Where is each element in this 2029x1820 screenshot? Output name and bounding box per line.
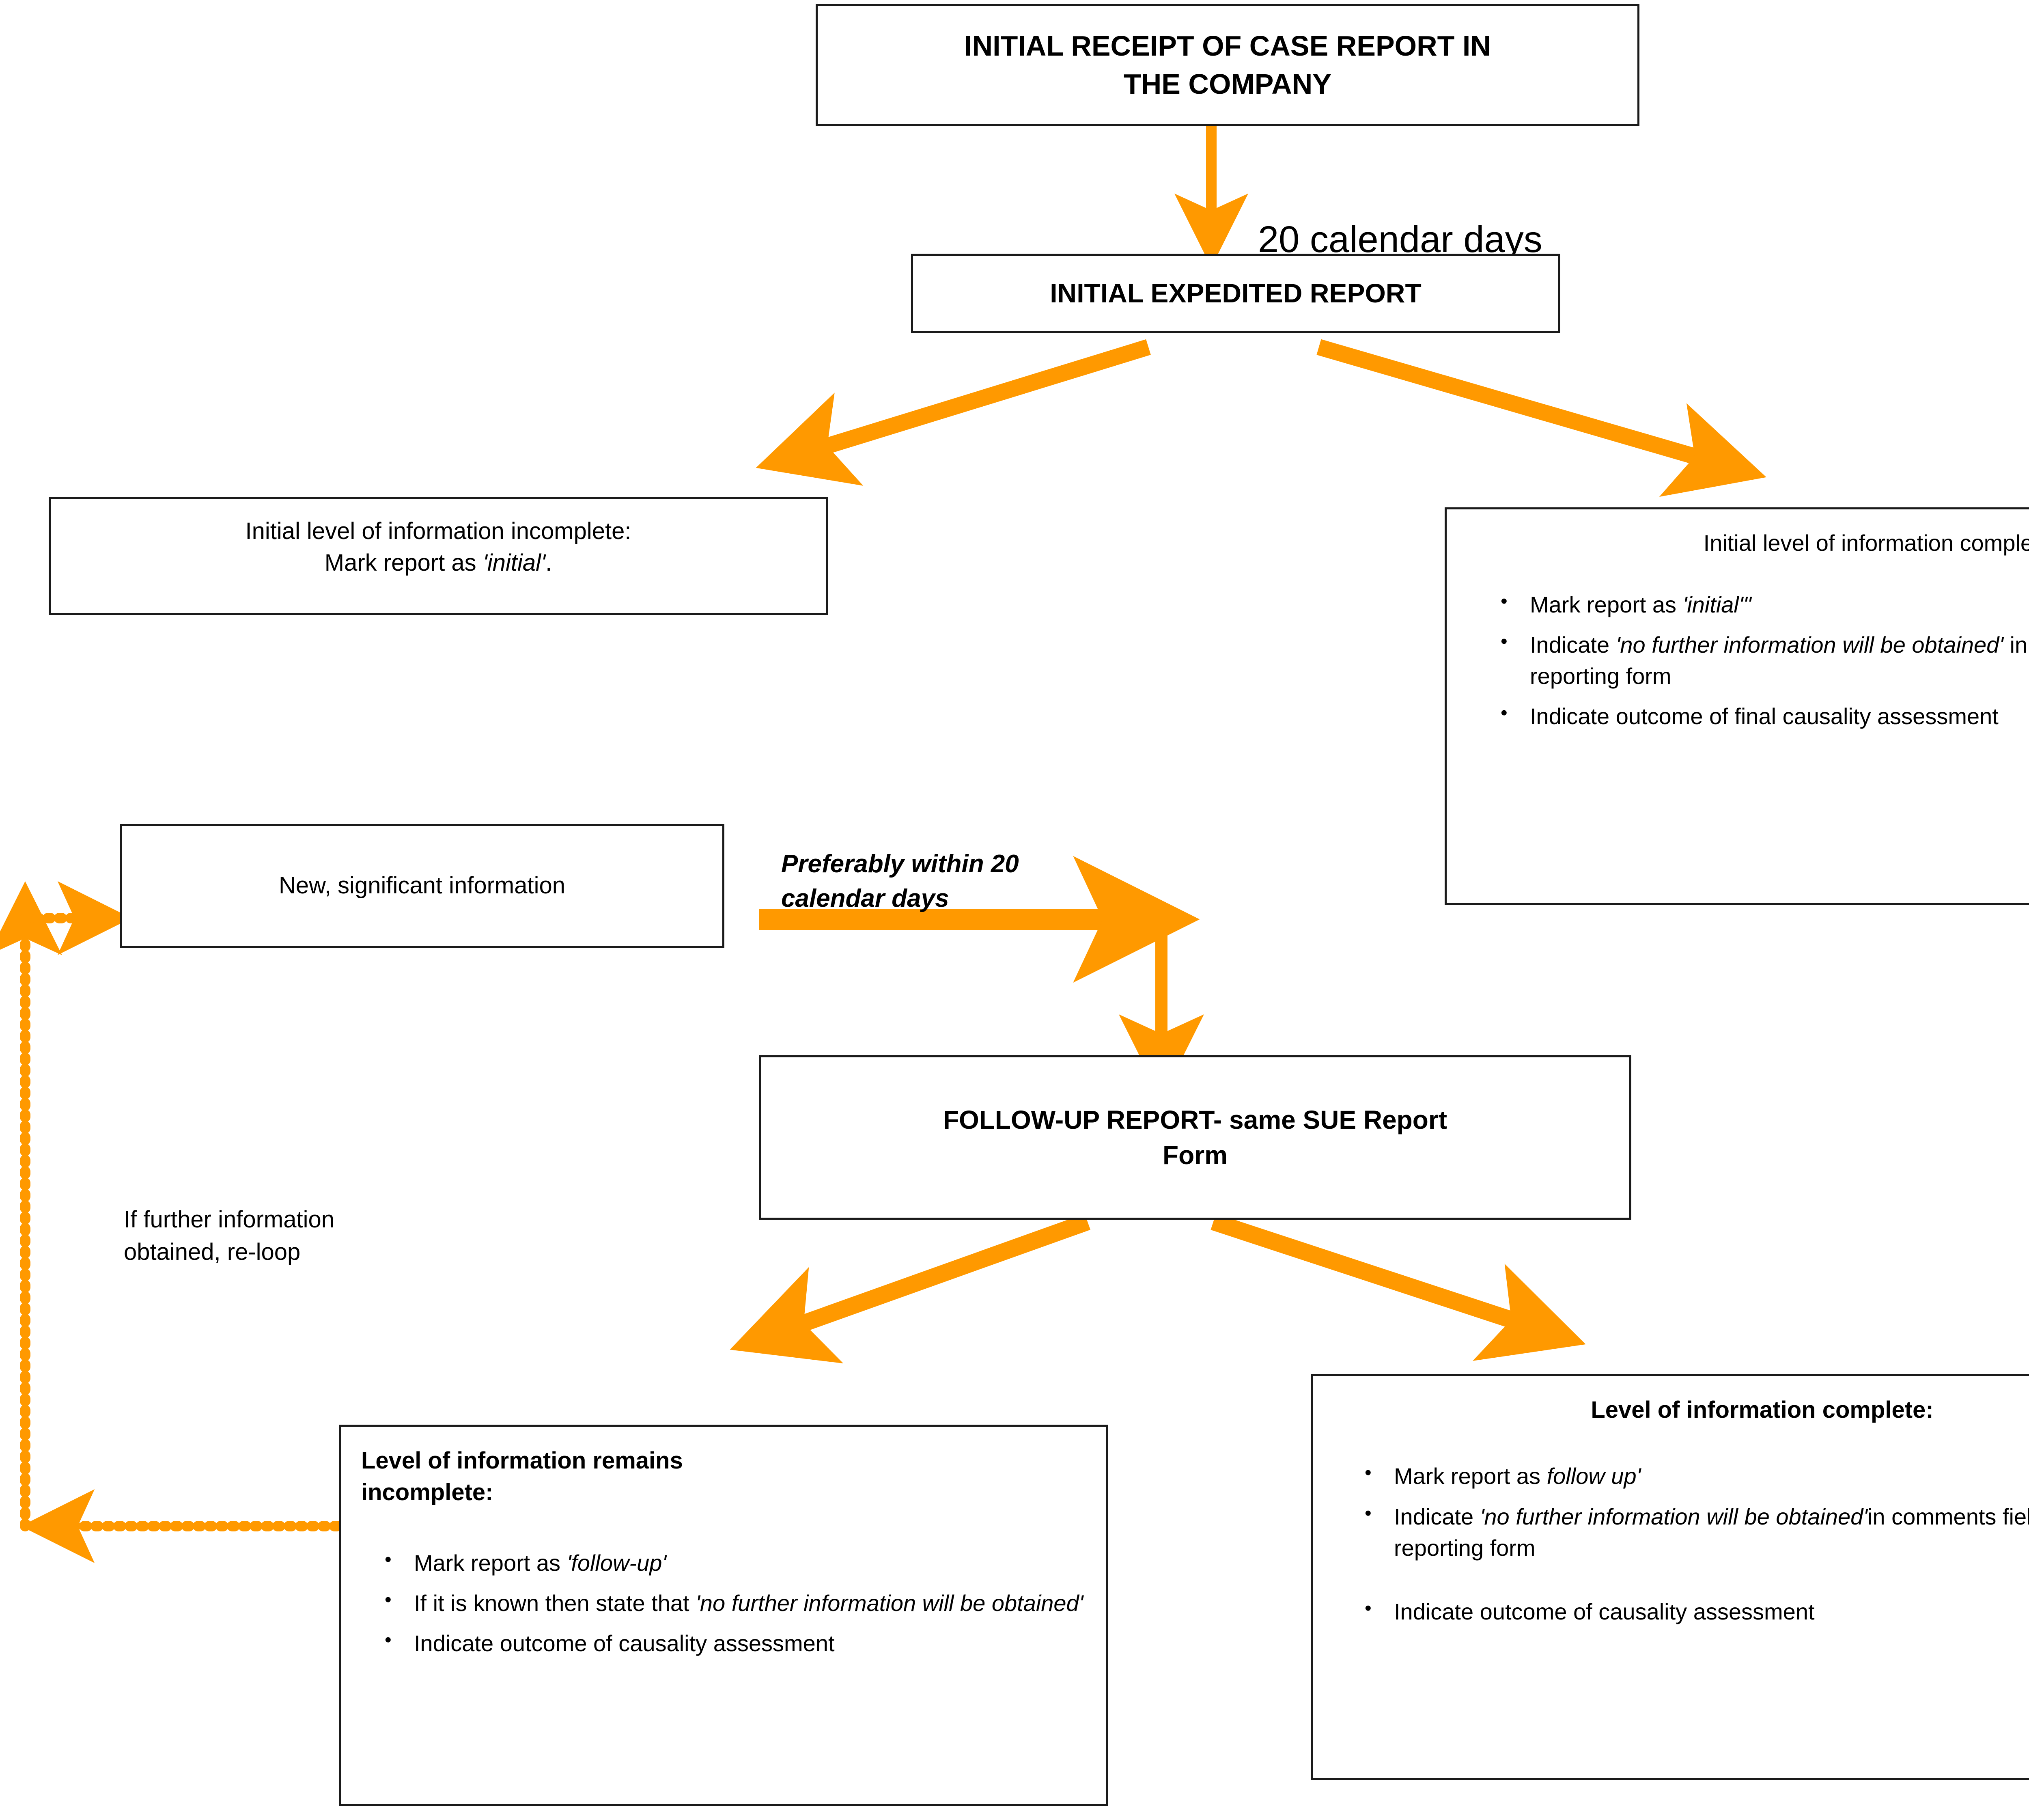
node-level-remains-incomplete[interactable]: Level of information remains incomplete:… bbox=[339, 1425, 1108, 1806]
node-initial-level-complete[interactable]: Initial level of information complete: M… bbox=[1445, 507, 2029, 905]
initial-complete-heading: Initial level of information complete: bbox=[1703, 530, 2029, 556]
list-item: Mark report as follow up' bbox=[1365, 1460, 2029, 1492]
list-item: Indicate outcome of causality assessment bbox=[385, 1627, 1086, 1659]
arrow-followup-to-remains-incomplete bbox=[730, 1214, 1091, 1364]
node-new-significant-information[interactable]: New, significant information bbox=[120, 824, 724, 948]
node-level-complete[interactable]: Level of information complete: Mark repo… bbox=[1311, 1374, 2029, 1780]
initial-incomplete-line1: Initial level of information incomplete: bbox=[245, 518, 631, 544]
list-item: Indicate outcome of final causality asse… bbox=[1501, 700, 2029, 732]
level-complete-heading: Level of information complete: bbox=[1591, 1397, 1934, 1423]
label-preferably-within-20-calendar-days: Preferably within 20 calendar days bbox=[781, 850, 1019, 913]
follow-up-line1: FOLLOW-UP REPORT- same SUE Report bbox=[943, 1105, 1447, 1135]
list-item: Indicate 'no further information will be… bbox=[1365, 1500, 2029, 1564]
initial-incomplete-line2: Mark report as 'initial'. bbox=[324, 550, 552, 576]
list-item: Mark report as 'follow-up' bbox=[385, 1546, 1086, 1578]
list-item: Mark report as 'initial'" bbox=[1501, 588, 2029, 620]
arrow-newinfo-to-followup bbox=[759, 856, 1204, 1100]
node-initial-level-incomplete[interactable]: Initial level of information incomplete:… bbox=[49, 497, 828, 615]
label-re-loop: If further information obtained, re-loop bbox=[124, 1206, 334, 1266]
list-item: If it is known then state that 'no furth… bbox=[385, 1587, 1086, 1619]
arrow-expedited-to-complete bbox=[1316, 339, 1766, 497]
remains-incomplete-heading-line1: Level of information remains bbox=[361, 1447, 683, 1474]
list-item: Indicate outcome of causality assessment bbox=[1365, 1595, 2029, 1627]
arrow-expedited-to-incomplete bbox=[756, 339, 1151, 486]
initial-receipt-line2: THE COMPANY bbox=[1123, 68, 1332, 100]
new-significant-info-line1: New, significant information bbox=[279, 872, 565, 899]
arrow-followup-to-level-complete bbox=[1211, 1214, 1586, 1361]
follow-up-line2: Form bbox=[1163, 1140, 1228, 1170]
remains-incomplete-heading-line2: incomplete: bbox=[361, 1479, 493, 1506]
initial-receipt-line1: INITIAL RECEIPT OF CASE REPORT IN bbox=[964, 30, 1491, 62]
list-item: Indicate 'no further information will be… bbox=[1501, 628, 2029, 692]
initial-expedited-line1: INITIAL EXPEDITED REPORT bbox=[1050, 278, 1422, 308]
label-twenty-calendar-days: 20 calendar days bbox=[1258, 218, 1542, 260]
node-follow-up-report[interactable]: FOLLOW-UP REPORT- same SUE Report Form bbox=[759, 1055, 1631, 1220]
node-initial-receipt[interactable]: INITIAL RECEIPT OF CASE REPORT IN THE CO… bbox=[816, 4, 1639, 126]
node-initial-expedited-report[interactable]: INITIAL EXPEDITED REPORT bbox=[911, 254, 1560, 333]
